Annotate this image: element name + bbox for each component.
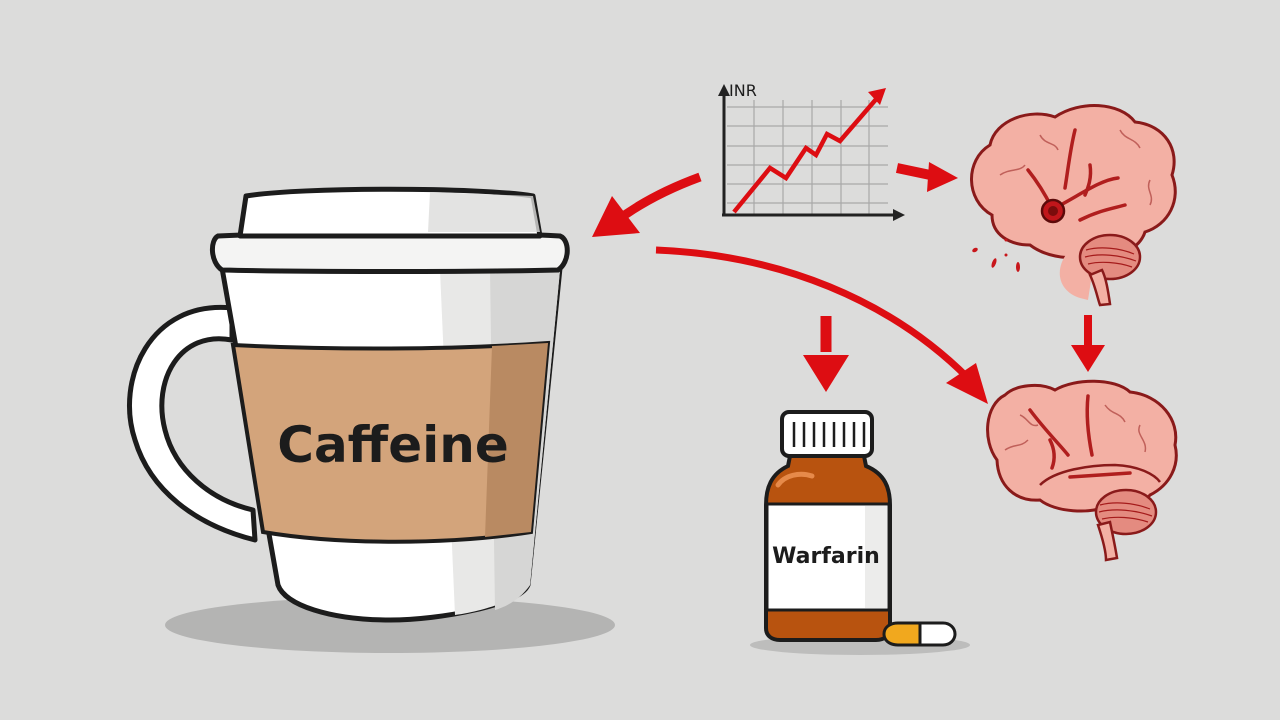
chart-grid (727, 100, 888, 214)
bottle-cap (780, 410, 874, 458)
arrow-chart-to-cup (612, 172, 702, 226)
cup-shadow (165, 597, 615, 653)
cup-lid-rim (210, 230, 570, 274)
warfarin-bottle-icon: Warfarin (750, 410, 970, 655)
arrow-cup-to-brain (655, 246, 971, 381)
brain-stem (1096, 520, 1119, 562)
pill-icon (882, 621, 957, 647)
inr-chart: INR (718, 81, 905, 221)
brain-stem (1088, 268, 1112, 307)
cup-label: Caffeine (277, 416, 509, 474)
inr-trend-line (732, 95, 880, 214)
cerebellum (1078, 233, 1142, 281)
coffee-cup-icon: Caffeine (127, 186, 615, 653)
blood-drops (972, 238, 1020, 272)
chart-axis-label: INR (729, 81, 757, 100)
bottle-label-text: Warfarin (772, 544, 880, 569)
arrows (592, 162, 1105, 404)
brain-hemorrhage-icon (970, 104, 1177, 307)
brain-normal-icon (986, 379, 1178, 562)
cup-handle (127, 305, 258, 543)
